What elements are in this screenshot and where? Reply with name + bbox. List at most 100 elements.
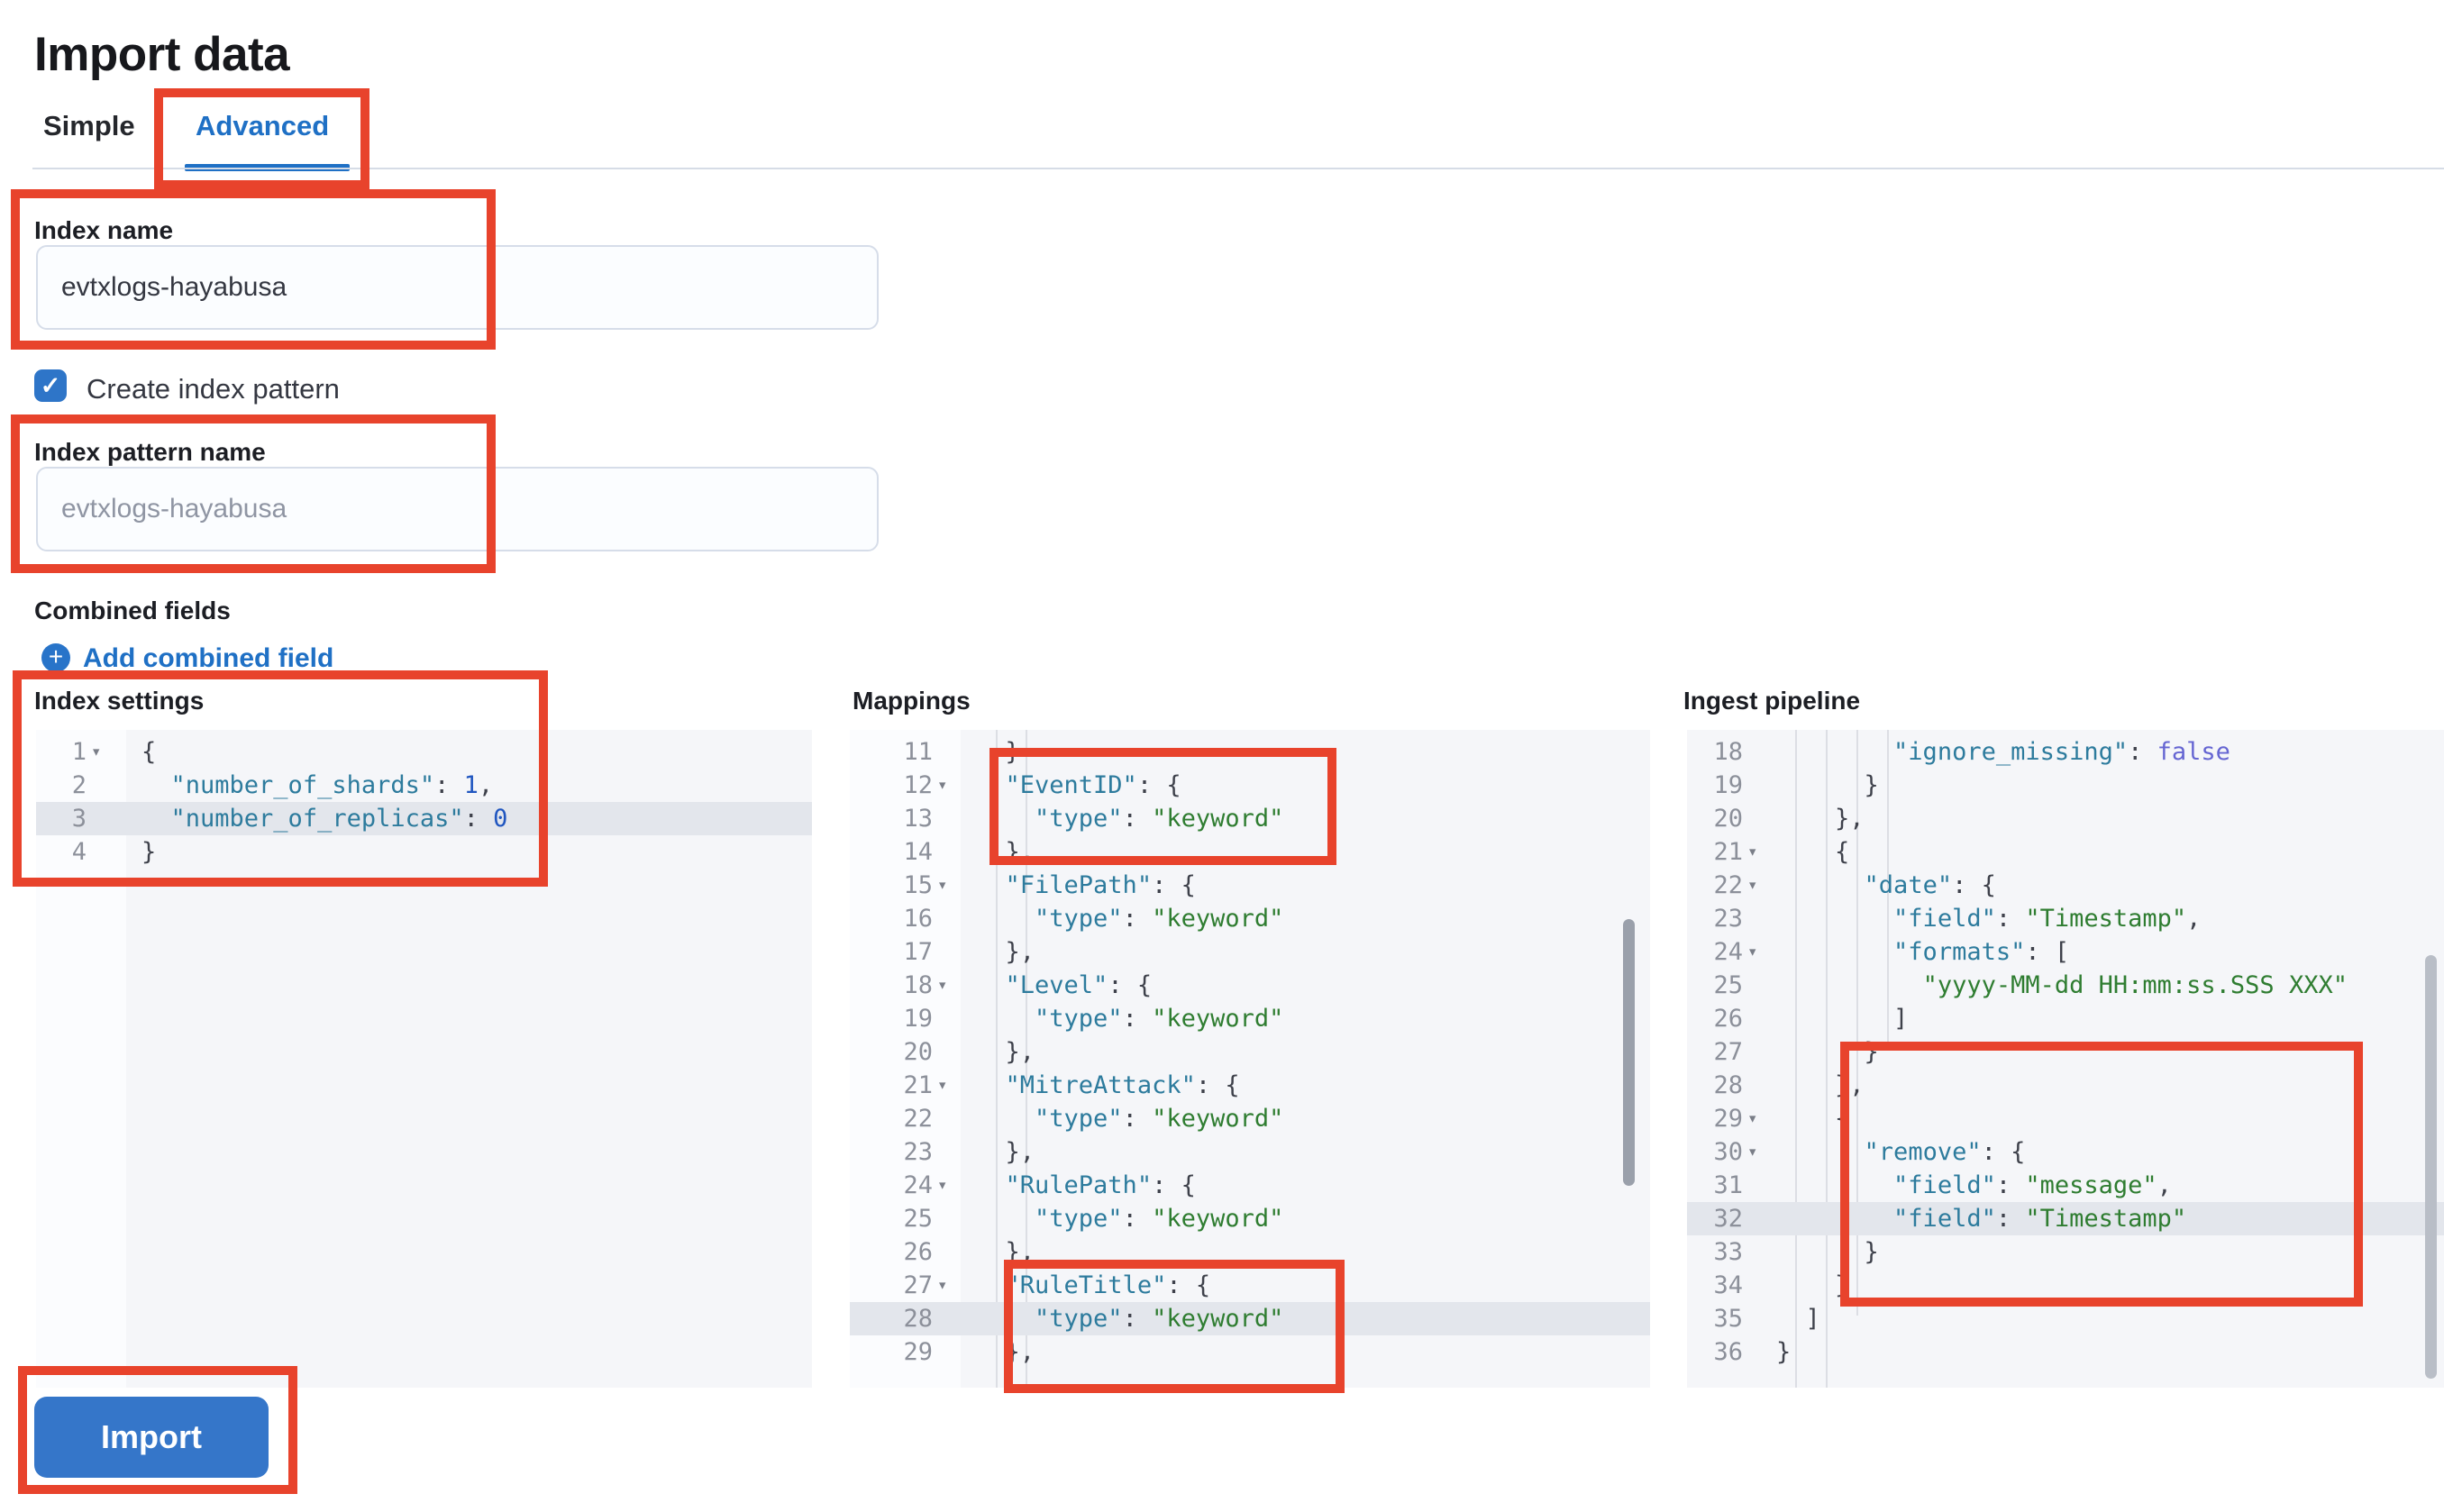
code-line-19: 19 } xyxy=(1687,769,2444,802)
fold-spacer xyxy=(1743,1002,1774,1035)
line-number: 33 xyxy=(1713,1238,1743,1266)
line-number: 25 xyxy=(1713,971,1743,999)
code-text: } xyxy=(1776,1038,1879,1066)
mappings-label: Mappings xyxy=(853,687,971,715)
line-number: 22 xyxy=(1713,871,1743,899)
line-number: 23 xyxy=(903,1138,933,1166)
line-number: 15 xyxy=(903,871,933,899)
indent-guide xyxy=(1826,730,1828,1388)
index-name-input[interactable] xyxy=(36,245,879,330)
code-text: "type": "keyword" xyxy=(1035,1005,1284,1033)
code-text: "ignore_missing": false xyxy=(1893,738,2230,766)
fold-arrow-icon[interactable]: ▾ xyxy=(91,742,102,761)
fold-arrow-icon[interactable]: ▾ xyxy=(1747,942,1758,961)
fold-spacer xyxy=(1743,969,1774,1002)
line-number: 35 xyxy=(1713,1305,1743,1333)
line-number: 24 xyxy=(1713,938,1743,966)
fold-arrow-icon[interactable]: ▾ xyxy=(937,1075,948,1095)
code-line-27: 27▾ "RuleTitle": { xyxy=(850,1269,1650,1302)
fold-arrow-icon[interactable]: ▾ xyxy=(1747,842,1758,861)
code-text: "EventID": { xyxy=(1005,771,1181,799)
page-title: Import data xyxy=(34,28,290,81)
line-number: 21 xyxy=(1713,838,1743,866)
import-button[interactable]: Import xyxy=(34,1397,269,1478)
create-index-pattern-checkbox[interactable]: ✓ xyxy=(34,369,67,402)
code-text: }, xyxy=(976,938,1035,966)
code-line-22: 22▾ "date": { xyxy=(1687,869,2444,902)
code-text: "type": "keyword" xyxy=(1035,805,1284,833)
code-text: "number_of_shards": 1, xyxy=(170,771,494,799)
line-number: 29 xyxy=(903,1338,933,1366)
tab-advanced[interactable]: Advanced xyxy=(196,110,330,141)
code-line-27: 27 } xyxy=(1687,1035,2444,1069)
code-text: ] xyxy=(1776,1305,1820,1333)
fold-spacer xyxy=(933,735,964,769)
fold-arrow-icon[interactable]: ▾ xyxy=(937,775,948,795)
mappings-scrollbar[interactable] xyxy=(1623,919,1635,1186)
code-text: "field": "message", xyxy=(1893,1171,2172,1199)
code-line-24: 24▾ "formats": [ xyxy=(1687,935,2444,969)
line-number: 14 xyxy=(903,838,933,866)
code-text: "MitreAttack": { xyxy=(1005,1071,1240,1099)
fold-arrow-icon[interactable]: ▾ xyxy=(937,975,948,995)
fold-arrow-icon[interactable]: ▾ xyxy=(937,1275,948,1295)
fold-spacer xyxy=(933,1102,964,1135)
code-line-28: 28 }, xyxy=(1687,1069,2444,1102)
fold-spacer xyxy=(933,1035,964,1069)
editor-gutter xyxy=(36,730,126,1388)
code-text: "RulePath": { xyxy=(1005,1171,1196,1199)
fold-spacer xyxy=(1743,1269,1774,1302)
indent-guide xyxy=(1887,730,1889,1045)
create-index-pattern-label: Create index pattern xyxy=(87,373,340,405)
line-number: 27 xyxy=(903,1271,933,1299)
line-number: 36 xyxy=(1713,1338,1743,1366)
code-line-29: 29 }, xyxy=(850,1335,1650,1369)
fold-spacer xyxy=(1743,902,1774,935)
code-line-23: 23 "field": "Timestamp", xyxy=(1687,902,2444,935)
code-text: }, xyxy=(1776,1071,1865,1099)
fold-arrow-icon[interactable]: ▾ xyxy=(937,875,948,895)
fold-arrow-icon[interactable]: ▾ xyxy=(1747,1108,1758,1128)
code-line-21: 21▾ "MitreAttack": { xyxy=(850,1069,1650,1102)
fold-spacer xyxy=(933,1235,964,1269)
code-text: }, xyxy=(976,1338,1035,1366)
line-number: 34 xyxy=(1713,1271,1743,1299)
code-text: }, xyxy=(976,1138,1035,1166)
line-number: 3 xyxy=(71,805,87,833)
ingest-scrollbar[interactable] xyxy=(2425,955,2437,1379)
fold-spacer xyxy=(933,902,964,935)
code-line-29: 29▾ { xyxy=(1687,1102,2444,1135)
code-text: "formats": [ xyxy=(1893,938,2070,966)
line-number: 21 xyxy=(903,1071,933,1099)
code-text: }, xyxy=(976,1238,1035,1266)
code-text: { xyxy=(1776,838,1850,866)
tab-simple[interactable]: Simple xyxy=(43,110,135,141)
fold-arrow-icon[interactable]: ▾ xyxy=(1747,875,1758,895)
index-settings-code-editor[interactable]: 1▾{2 "number_of_shards": 1,3 "number_of_… xyxy=(36,730,812,1388)
code-line-18: 18▾ "Level": { xyxy=(850,969,1650,1002)
fold-spacer xyxy=(1743,1169,1774,1202)
code-line-4: 4} xyxy=(36,835,812,869)
index-pattern-name-input[interactable] xyxy=(36,467,879,551)
fold-spacer xyxy=(1743,1302,1774,1335)
indent-guide xyxy=(1026,730,1027,1388)
fold-arrow-icon[interactable]: ▾ xyxy=(1747,1142,1758,1161)
fold-spacer xyxy=(933,802,964,835)
add-combined-field-link[interactable]: Add combined field xyxy=(83,643,334,673)
fold-arrow-icon[interactable]: ▾ xyxy=(937,1175,948,1195)
code-text: { xyxy=(141,738,157,766)
fold-spacer xyxy=(933,1202,964,1235)
fold-spacer xyxy=(1743,735,1774,769)
mappings-code-editor[interactable]: 11 }12▾ "EventID": {13 "type": "keyword"… xyxy=(850,730,1650,1388)
code-line-22: 22 "type": "keyword" xyxy=(850,1102,1650,1135)
plus-in-circle-icon[interactable]: + xyxy=(41,643,70,672)
line-number: 28 xyxy=(903,1305,933,1333)
editor-rows: 1▾{2 "number_of_shards": 1,3 "number_of_… xyxy=(36,735,812,869)
code-text: } xyxy=(976,738,1020,766)
line-number: 16 xyxy=(903,905,933,933)
code-line-16: 16 "type": "keyword" xyxy=(850,902,1650,935)
code-text: { xyxy=(1776,1105,1850,1133)
code-line-23: 23 }, xyxy=(850,1135,1650,1169)
